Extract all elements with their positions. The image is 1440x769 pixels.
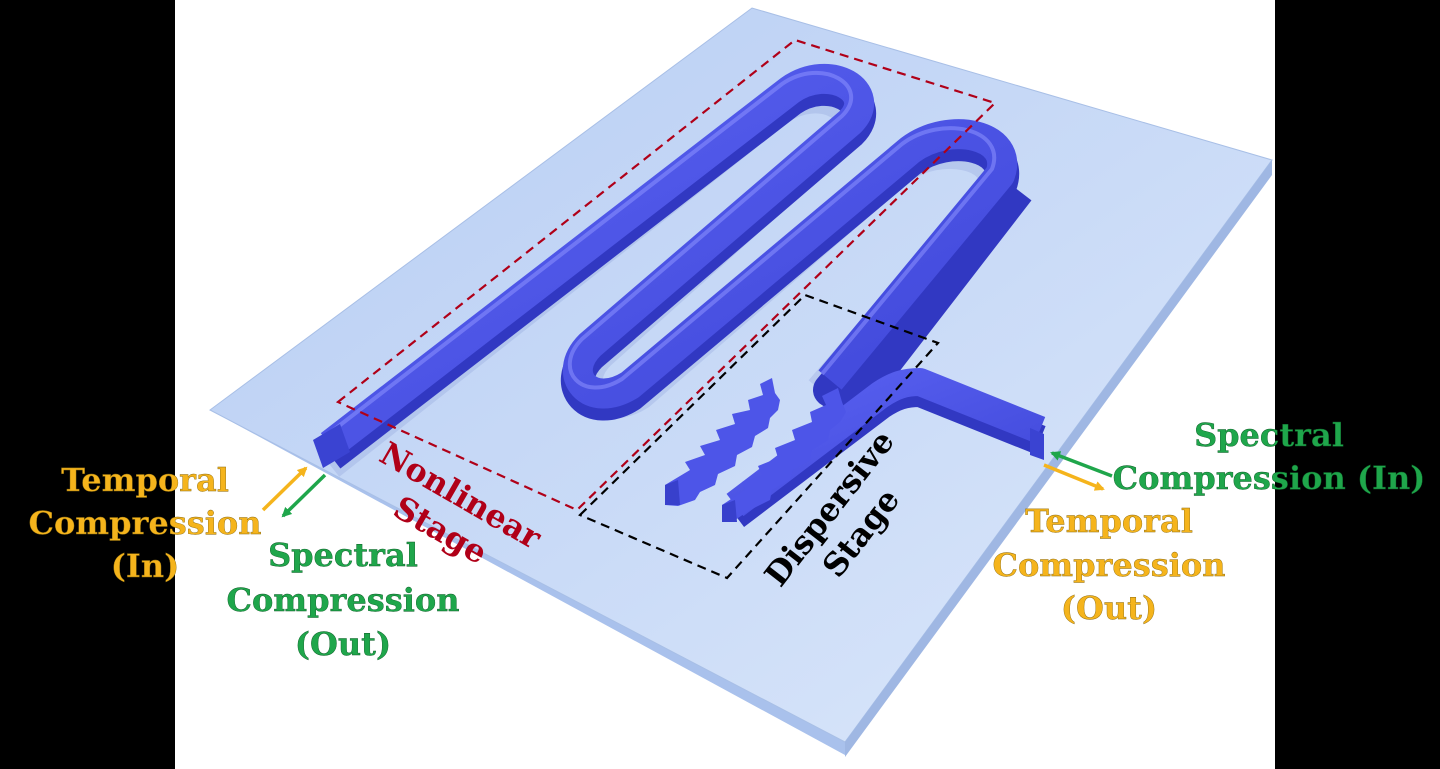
left-arrows	[261, 466, 327, 518]
left-spectral-line3: (Out)	[295, 625, 391, 663]
left-spectral-line2: Compression	[226, 581, 459, 619]
left-temporal-line1: Temporal	[61, 461, 229, 499]
right-arrows	[1043, 451, 1113, 491]
meander-waveguide	[313, 63, 1032, 469]
spectral-out-arrow	[281, 473, 327, 518]
dispersive-stage-box	[578, 293, 940, 580]
input-facet	[313, 424, 350, 468]
right-spectral-line1: Spectral	[1194, 416, 1344, 454]
right-temporal-line3: (Out)	[1061, 589, 1157, 627]
output-facet	[1030, 428, 1044, 460]
left-spectral-line1: Spectral	[268, 536, 418, 574]
nonlinear-stage-box	[335, 38, 998, 512]
left-temporal-line3: (In)	[111, 547, 180, 585]
right-temporal-line1: Temporal	[1025, 502, 1193, 540]
temporal-in-arrow	[261, 466, 308, 512]
temporal-out-arrow	[1043, 463, 1105, 491]
spectral-in-arrow	[1050, 451, 1113, 478]
right-temporal-line2: Compression	[992, 546, 1225, 584]
left-temporal-line2: Compression	[28, 504, 261, 542]
right-spectral-line2: Compression (In)	[1113, 459, 1426, 497]
corrugated-waveguides	[665, 378, 846, 522]
